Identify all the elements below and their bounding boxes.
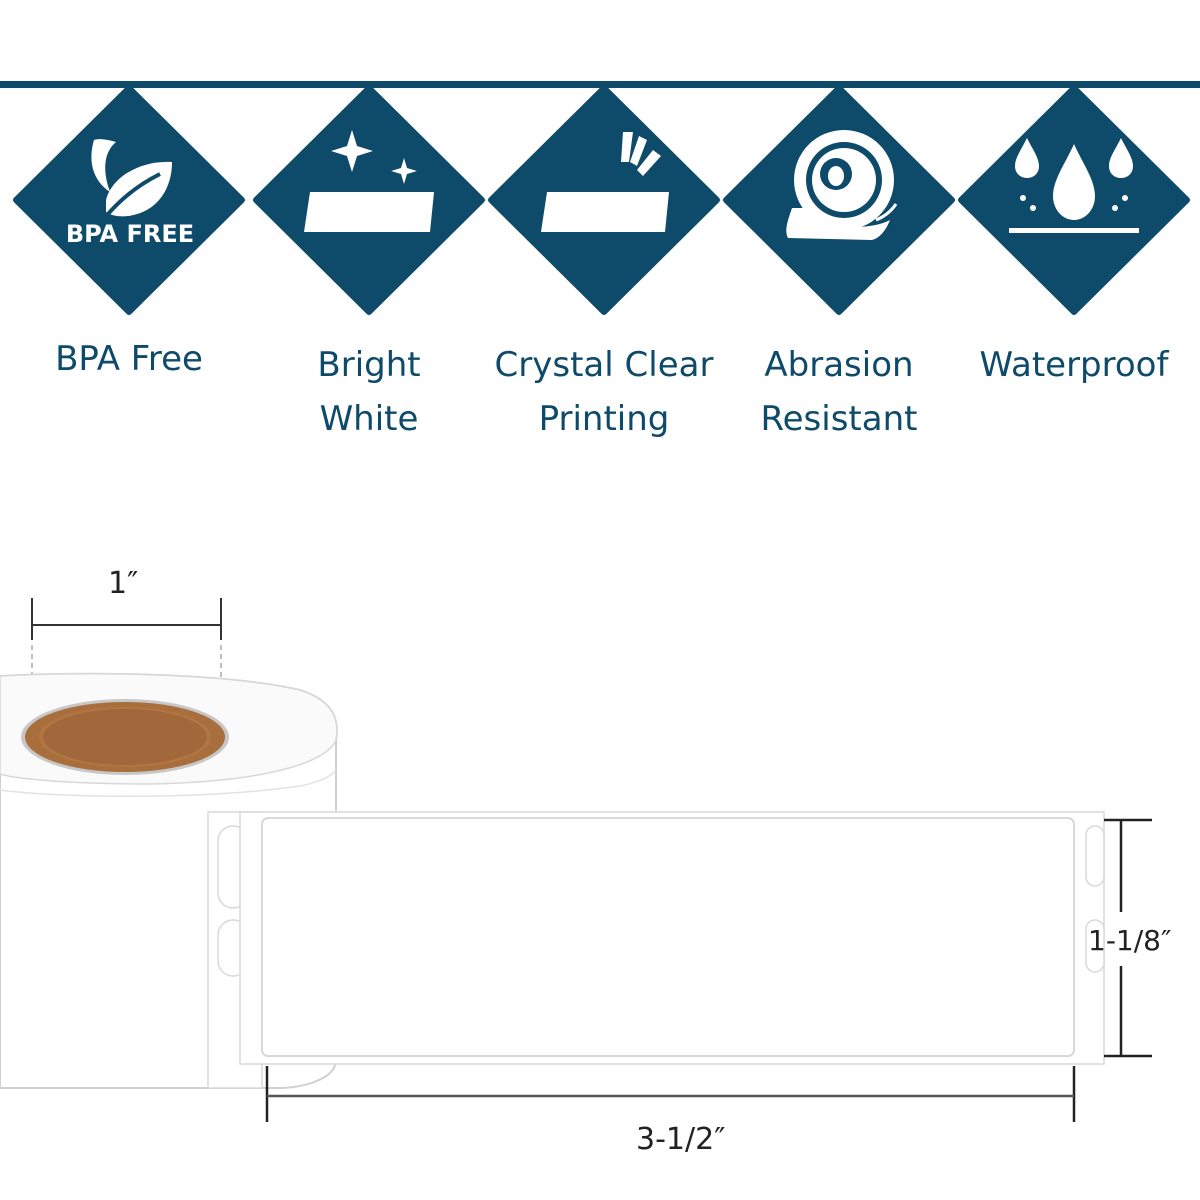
sparkle-icon [253,85,485,315]
label-roll-diagram [0,598,1152,1122]
bpa-badge-text: BPA FREE [66,220,194,248]
tape-roll-icon [723,85,955,315]
leaf-icon: BPA FREE [13,85,245,315]
feature-label: Crystal Clear Printing [494,345,714,439]
feature-label: Waterproof [979,345,1169,385]
feature-bpa-free: BPA FREE BPA Free [12,80,246,460]
water-drops-icon [958,85,1190,315]
label [261,817,1075,1057]
feature-crystal-clear: Crystal Clear Printing [487,80,721,460]
feature-abrasion-resistant: Abrasion Resistant [722,80,956,460]
label-width-label: 3-1/2″ [636,1122,726,1157]
feature-label: Abrasion Resistant [760,345,918,439]
print-icon [488,85,720,315]
feature-bright-white: Bright White [252,80,486,460]
label-height-label: 1-1/8″ [1088,924,1172,957]
core-width-label: 1″ [108,566,139,601]
label-strip [239,811,1105,1065]
feature-label: Bright White [317,345,421,439]
feature-waterproof: Waterproof [957,80,1191,460]
feature-label: BPA Free [55,339,203,379]
top-rule [0,81,1200,88]
